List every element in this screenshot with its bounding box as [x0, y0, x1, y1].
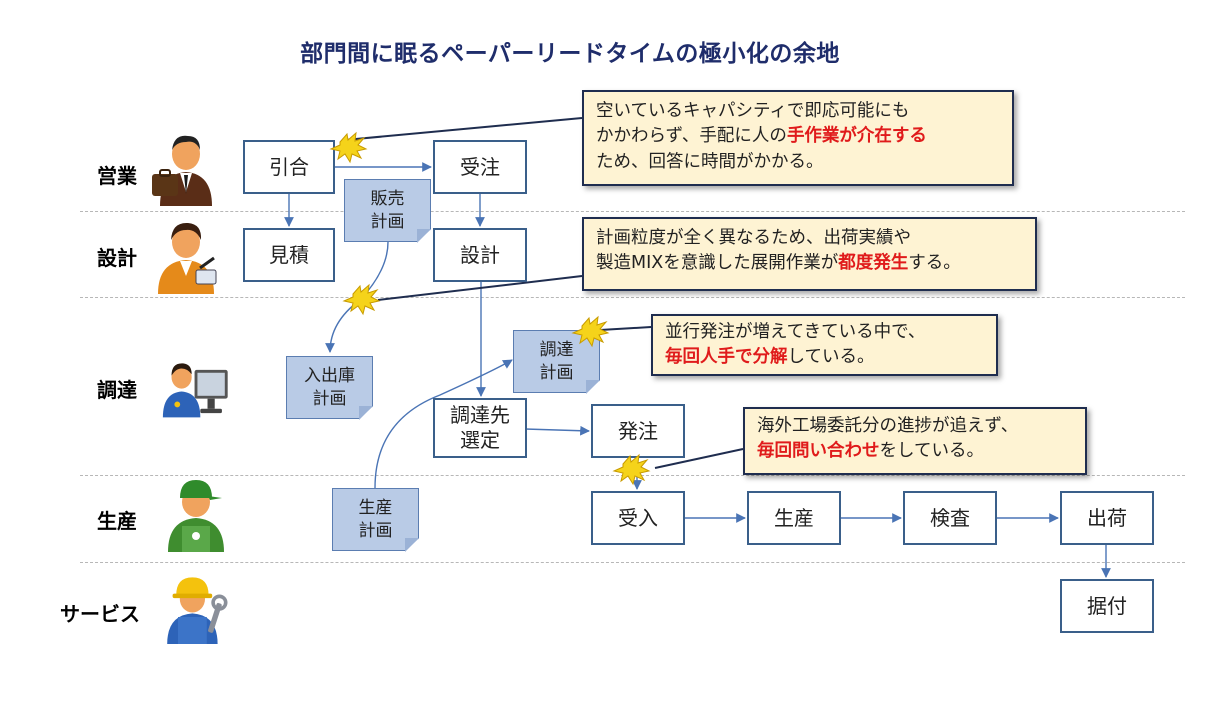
lane-label-production: 生産 — [97, 509, 137, 533]
callout-text: ため、回答に時間がかかる。 — [596, 151, 824, 172]
process-chotatsusaki: 調達先 選定 — [433, 398, 527, 458]
callout-pointer-3 — [599, 326, 652, 331]
callout-highlight: 毎回人手で分解 — [665, 347, 788, 368]
process-suetsuke: 据付 — [1060, 579, 1154, 633]
callout-text: 空いているキャパシティで即応可能にも — [596, 101, 910, 121]
lane-separator — [80, 297, 1185, 298]
doc-nyushukko-keikaku: 入出庫 計画 — [286, 356, 373, 419]
process-seisan: 生産 — [747, 491, 841, 545]
callout-plan-granularity: 計画粒度が全く異なるため、出荷実績や 製造MIXを意識した展開作業が都度発生する… — [582, 217, 1037, 291]
callout-parallel-orders: 並行発注が増えてきている中で、 毎回人手で分解している。 — [651, 314, 998, 376]
callout-highlight: 毎回問い合わせ — [757, 441, 880, 462]
process-ukeire: 受入 — [591, 491, 685, 545]
callout-pointer-4 — [654, 448, 744, 469]
callout-text: 製造MIXを意識した展開作業が都度発生する。 — [596, 253, 961, 274]
doc-hanbai-keikaku: 販売 計画 — [344, 179, 431, 242]
lane-label-service: サービス — [60, 602, 140, 626]
doc-seisan-keikaku: 生産 計画 — [332, 488, 419, 551]
lane-label-design: 設計 — [97, 246, 137, 270]
process-shukka: 出荷 — [1060, 491, 1154, 545]
process-mitsumori: 見積 — [243, 228, 335, 282]
page-title: 部門間に眠るペーパーリードタイムの極小化の余地 — [300, 41, 840, 67]
callout-pointer-1 — [344, 117, 583, 141]
process-juchu: 受注 — [433, 140, 527, 194]
service-worker-icon — [167, 577, 228, 644]
callout-overseas-tracking: 海外工場委託分の進捗が追えず、 毎回問い合わせをしている。 — [743, 407, 1087, 475]
lane-separator — [80, 211, 1185, 212]
doc-chotatsu-keikaku: 調達 計画 — [513, 330, 600, 393]
salesperson-icon — [152, 135, 212, 206]
process-kensa: 検査 — [903, 491, 997, 545]
alert-burst-icon — [612, 453, 651, 486]
process-hacchu: 発注 — [591, 404, 685, 458]
callout-text: 毎回人手で分解している。 — [665, 347, 875, 368]
process-sekkei: 設計 — [433, 228, 527, 282]
lane-label-procurement: 調達 — [97, 378, 137, 402]
arrow-seisan-chotatsu — [374, 359, 513, 489]
callout-highlight: 都度発生 — [838, 253, 909, 274]
callout-manual-work: 空いているキャパシティで即応可能にも かかわらず、手配に人の手作業が介在する た… — [582, 90, 1014, 186]
callout-highlight: 手作業が介在する — [786, 126, 927, 147]
production-worker-icon — [168, 480, 224, 552]
callout-text: 並行発注が増えてきている中で、 — [665, 322, 926, 342]
callout-text: 海外工場委託分の進捗が追えず、 — [757, 416, 1019, 436]
lane-separator — [80, 562, 1185, 563]
alert-burst-icon — [571, 315, 610, 348]
arrow-chotatsusaki-hacchu — [524, 425, 590, 436]
lane-label-sales: 営業 — [97, 164, 137, 188]
alert-burst-icon — [329, 131, 368, 164]
process-hikiai: 引合 — [243, 140, 335, 194]
designer-icon — [158, 222, 217, 294]
alert-burst-icon — [342, 283, 381, 316]
callout-pointer-2 — [377, 275, 583, 301]
callout-text: 毎回問い合わせをしている。 — [757, 441, 984, 462]
callout-text: かかわらず、手配に人の手作業が介在する — [596, 126, 927, 147]
buyer-icon — [162, 363, 228, 418]
callout-text: 計画粒度が全く異なるため、出荷実績や — [596, 228, 911, 248]
